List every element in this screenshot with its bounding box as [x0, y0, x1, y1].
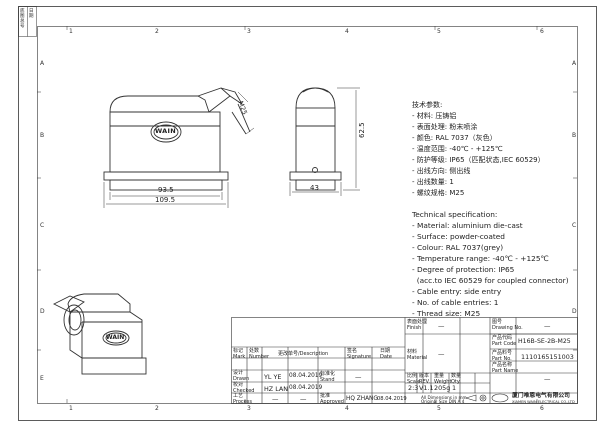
- specs-cn-line: - 表面处理: 粉末喷涂: [412, 123, 478, 131]
- rev-label: 版本 REV.: [419, 373, 430, 385]
- dim-outer-width: 109.5: [155, 196, 176, 204]
- finish-value: —: [438, 322, 445, 330]
- weight-label: 重量 Weight: [434, 373, 452, 385]
- rev-header-number: 处数 Number: [249, 348, 270, 360]
- specs-en-line: (acc.to IEC 60529 for coupled connector): [412, 276, 569, 285]
- specs-cn-line: - 颜色: RAL 7037（灰色）: [412, 134, 497, 142]
- sidebar-label-base-number: 底图总号: [20, 9, 25, 29]
- note-original-size: Original Size DIN A 4: [421, 399, 465, 404]
- rev-header-date: 日期 Date: [380, 348, 392, 360]
- zone-number-bottom: 5: [437, 405, 441, 412]
- specs-en-line: - Degree of protection: IP65: [412, 265, 515, 274]
- zone-letter-right: B: [572, 132, 577, 139]
- zone-letter-left: B: [40, 132, 45, 139]
- qty-value: 1: [452, 384, 457, 392]
- zone-number-bottom: 6: [540, 405, 544, 412]
- process-name: —: [272, 395, 279, 403]
- approved-date: 08.04.2019: [377, 396, 407, 402]
- company-name-cn: 厦门唯恩电气有限公司: [512, 393, 570, 399]
- specs-en-line: - Colour: RAL 7037(grey): [412, 243, 504, 252]
- zone-number-top: 4: [345, 28, 349, 35]
- specs-en-line: - Cable entry: side entry: [412, 287, 502, 296]
- checked-name: HZ LAN: [264, 385, 289, 393]
- projection-symbol-icon: [464, 394, 487, 402]
- approved-label: 批准 Approved: [320, 393, 344, 405]
- zone-number-bottom: 3: [247, 405, 251, 412]
- zone-number-top: 3: [247, 28, 251, 35]
- part-code-label: 产品代码 Part Code: [492, 335, 517, 347]
- scale-value: 2:3: [408, 384, 419, 392]
- zone-number-top: 1: [69, 28, 73, 35]
- zone-letter-right: D: [572, 308, 577, 315]
- rev-header-mark: 标记 Mark: [233, 348, 246, 360]
- specs-en-line: - Temperature range: -40℃ - +125℃: [412, 254, 549, 263]
- drawn-date: 08.04.2019: [289, 373, 323, 379]
- zone-letter-left: E: [40, 375, 44, 382]
- front-view: [103, 87, 251, 191]
- stand-label: 标准化 Stand: [320, 371, 336, 383]
- specs-cn-line: - 出线方向: 侧出线: [412, 167, 471, 175]
- qty-label: 数量 Qty.: [451, 373, 462, 385]
- rev-value: V1.1: [419, 384, 434, 392]
- specs-cn-line: - 防护等级: IP65（匹配状态,IEC 60529）: [412, 156, 545, 164]
- checked-label: 校对 Checked: [233, 382, 255, 394]
- zone-letter-left: C: [40, 222, 45, 229]
- specs-en-line: - Thread size: M25: [412, 309, 481, 318]
- dim-inner-width: 93.5: [158, 186, 174, 194]
- company-name-en: XIAMEN WAIN ELECTRICAL CO.,LTD: [512, 400, 575, 404]
- part-no-value: 1110165151003: [521, 353, 574, 361]
- part-name-label: 产品名称 Part Name: [492, 362, 519, 374]
- side-view: [289, 87, 342, 191]
- zone-letter-right: A: [572, 60, 577, 67]
- zone-letter-left: D: [40, 308, 45, 315]
- isometric-view: [52, 293, 147, 375]
- zone-number-top: 2: [155, 28, 159, 35]
- specs-en-line: - Material: aluminium die-cast: [412, 221, 523, 230]
- note-dimensions: All Dimensions in mm: [421, 395, 467, 400]
- specs-cn-line: - 出线数量: 1: [412, 178, 454, 186]
- specs-cn-line: - 温度范围: -40℃ - +125℃: [412, 145, 503, 153]
- specs-cn-title: 技术参数:: [412, 101, 443, 109]
- zone-number-top: 6: [540, 28, 544, 35]
- checked-date: 08.04.2019: [289, 385, 323, 391]
- drawn-label: 设计 Drawn: [233, 370, 250, 382]
- specs-en-line: - No. of cable entries: 1: [412, 298, 499, 307]
- part-no-label: 产品料号 Part No.: [492, 350, 513, 362]
- specs-en-line: - Surface: powder-coated: [412, 232, 505, 241]
- title-block-grid: [231, 317, 578, 404]
- dim-depth: 43: [310, 184, 319, 192]
- rev-header-description: 更改单号/Description: [278, 351, 329, 357]
- zone-number-bottom: 4: [345, 405, 349, 412]
- part-name-value: —: [544, 375, 551, 383]
- zone-number-bottom: 1: [69, 405, 73, 412]
- weight-value: 205g: [434, 384, 451, 392]
- zone-letter-left: A: [40, 60, 45, 67]
- drawn-name: YL YE: [264, 373, 282, 381]
- drawing-no-label: 图号 Drawing No.: [492, 319, 523, 331]
- dim-height: 62.5: [358, 122, 366, 138]
- stand-value: —: [355, 373, 362, 381]
- specs-cn-line: - 螺纹规格: M25: [412, 189, 465, 197]
- process-date: —: [300, 395, 307, 403]
- zone-number-bottom: 2: [155, 405, 159, 412]
- rev-header-signature: 签名 Signature: [347, 348, 372, 360]
- logo-isometric: WAIN: [106, 334, 125, 341]
- material-value: —: [438, 350, 445, 358]
- logo-front: WAIN: [155, 127, 176, 135]
- finish-label: 表面处理 Finish: [407, 319, 428, 331]
- specs-cn-line: - 材料: 压铸铝: [412, 112, 457, 120]
- company-logo-icon: [491, 393, 509, 403]
- process-label: 工艺 Process: [233, 393, 252, 405]
- zone-number-top: 5: [437, 28, 441, 35]
- specs-en-title: Technical specification:: [412, 210, 498, 219]
- sidebar-label-date: 日期: [29, 9, 34, 19]
- part-code-value: H16B-SE-2B-M25: [518, 338, 571, 345]
- scale-label: 比例 Scale: [407, 373, 421, 385]
- approved-name: HQ ZHANG: [346, 396, 378, 402]
- material-label: 材料 Material: [407, 349, 428, 361]
- zone-letter-right: C: [572, 222, 577, 229]
- drawing-no-value: —: [544, 322, 551, 330]
